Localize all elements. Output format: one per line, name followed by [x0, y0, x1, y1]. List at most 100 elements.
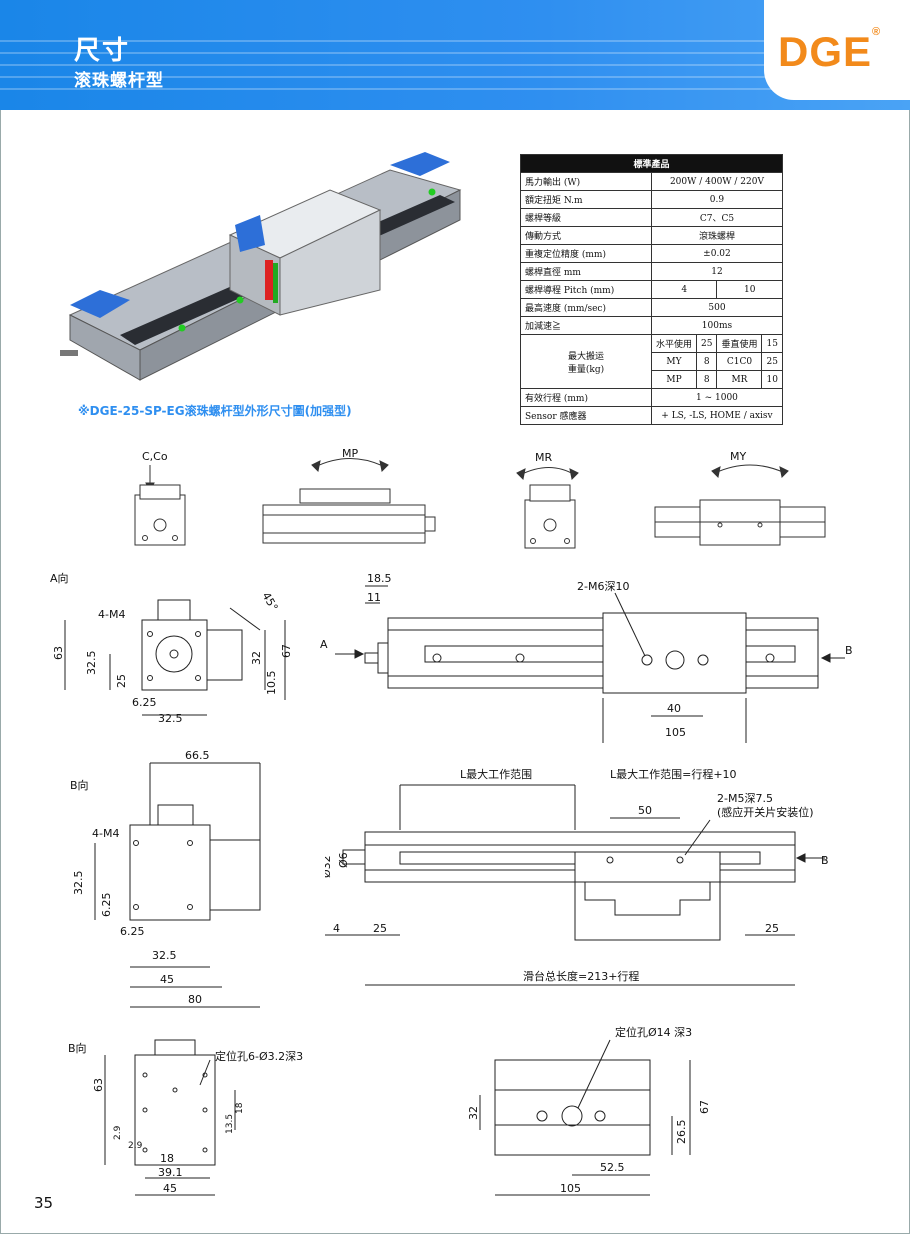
- dim-note: 45: [160, 973, 174, 986]
- spec-value: 10: [716, 280, 783, 299]
- dim-note: 6.25: [120, 925, 145, 938]
- load-icon-label: MR: [535, 451, 552, 464]
- logo-box: [764, 0, 910, 100]
- dim-note: 32: [467, 1106, 480, 1120]
- dim-note: B: [821, 854, 829, 867]
- spec-value: 1 ~ 1000: [651, 388, 783, 407]
- side-view-drawing: L最大工作范围 L最大工作范围=行程+10 50 2-M5深7.5 (感应开关片…: [325, 767, 829, 986]
- spec-cell: MP: [650, 370, 698, 389]
- view-b-drawing: B向 66.5 4-M4 32.5 6.25 6.25 32.5 45 80: [70, 749, 261, 1008]
- dim-note: 26.5: [675, 1120, 688, 1145]
- dim-note: 45°: [259, 590, 280, 613]
- view-a-drawing: A向 4-M4 45° 63 32.5 25 6.25 32.5 32 67 1…: [50, 571, 293, 725]
- spec-value: 12: [651, 262, 783, 281]
- spec-value: 200W / 400W / 220V: [651, 172, 783, 191]
- spec-cell: 垂直使用: [716, 334, 763, 353]
- dim-note: Ø6: [337, 852, 350, 868]
- spec-table: 標準產品 馬力輸出 (W)200W / 400W / 220V 額定扭矩 N.m…: [520, 154, 783, 425]
- dim-note: 定位孔Ø14 深3: [615, 1025, 692, 1039]
- banner-stripe: [0, 88, 780, 90]
- spec-value: C7、C5: [651, 208, 783, 227]
- spec-value: + LS, -LS, HOME / axisv: [651, 406, 783, 425]
- spec-cell: 10: [761, 370, 783, 389]
- banner-stripe: [0, 40, 780, 42]
- dim-note: 80: [188, 993, 202, 1006]
- load-icon-label: MP: [342, 447, 358, 460]
- spec-cell: MY: [650, 352, 698, 371]
- spec-heading: 標準產品: [520, 154, 783, 173]
- dim-note: 32.5: [152, 949, 177, 962]
- spec-cell: 8: [696, 352, 718, 371]
- figure-caption: ※DGE-25-SP-EG滚珠螺杆型外形尺寸圖(加强型): [78, 404, 352, 418]
- dim-note: 45: [163, 1182, 177, 1195]
- header-banner: 尺寸 滚珠螺杆型: [0, 0, 910, 110]
- dim-note: 18: [235, 1102, 245, 1114]
- spec-cell: 8: [696, 370, 718, 389]
- spec-label: 加減速≧: [520, 316, 652, 335]
- dim-note: A: [320, 638, 328, 651]
- spec-label: 傳動方式: [520, 226, 652, 245]
- dim-note: L最大工作范围: [460, 767, 532, 781]
- spec-cell: 15: [761, 334, 783, 353]
- spec-value: 100ms: [651, 316, 783, 335]
- banner-stripe: [0, 64, 780, 66]
- dim-note: 32: [250, 651, 263, 665]
- dim-note: 18.5: [367, 572, 392, 585]
- dim-note: 2-M6深10: [577, 580, 629, 593]
- view-label: B向: [68, 1041, 87, 1055]
- dim-note: 40: [667, 702, 681, 715]
- spec-label: Sensor 感應器: [520, 406, 652, 425]
- load-icons: C,Co MP MR MY: [134, 447, 826, 549]
- load-icon-label: MY: [730, 450, 746, 463]
- page-subtitle: 滚珠螺杆型: [74, 71, 164, 91]
- dim-note: 25: [373, 922, 387, 935]
- carriage-view-drawing: 定位孔Ø14 深3 32 67 26.5 52.5 105: [467, 1025, 711, 1196]
- dim-note: 10.5: [265, 671, 278, 696]
- spec-label: 螺桿導程 Pitch (mm): [520, 280, 652, 299]
- view-b2-drawing: B向 定位孔6-Ø3.2深3 63 2.9 2.9 13.5 18 18 39.…: [68, 1039, 303, 1196]
- brand-logo: DGE®: [778, 26, 882, 75]
- spec-label: 額定扭矩 N.m: [520, 190, 652, 209]
- page-number: 35: [34, 1194, 54, 1212]
- dim-note: 13.5: [225, 1114, 235, 1134]
- banner-stripe: [0, 76, 780, 78]
- dim-note: 4-M4: [92, 827, 119, 840]
- top-view-drawing: 18.5 11 2-M6深10 A B 40 105: [320, 572, 853, 743]
- spec-label: 重複定位精度 (mm): [520, 244, 652, 263]
- dim-note: 4-M4: [98, 608, 125, 621]
- dim-note: 25: [765, 922, 779, 935]
- spec-cell: 25: [696, 334, 718, 353]
- dim-note: 67: [280, 644, 293, 658]
- dim-note: 32.5: [85, 651, 98, 676]
- dim-note: (感应开关片安装位): [717, 805, 814, 819]
- spec-label: 螺桿等級: [520, 208, 652, 227]
- dim-note: 6.25: [100, 893, 113, 918]
- spec-label: 馬力輸出 (W): [520, 172, 652, 191]
- banner-stripe: [0, 52, 780, 54]
- spec-label: 最高速度 (mm/sec): [520, 298, 652, 317]
- dim-note: 105: [560, 1182, 581, 1195]
- dim-note: 11: [367, 591, 381, 604]
- dim-note: 105: [665, 726, 686, 739]
- spec-value: 4: [650, 280, 718, 299]
- dim-note: 2.9: [128, 1141, 143, 1151]
- dim-note: 67: [698, 1100, 711, 1114]
- load-icon-label: C,Co: [142, 450, 168, 463]
- spec-value: ±0.02: [651, 244, 783, 263]
- dim-note: 6.25: [132, 696, 157, 709]
- dim-note: 2.9: [113, 1125, 123, 1140]
- dim-note: 2-M5深7.5: [717, 792, 773, 805]
- view-label: B向: [70, 778, 89, 792]
- spec-value: 滾珠螺桿: [651, 226, 783, 245]
- dim-note: L最大工作范围=行程+10: [610, 767, 737, 781]
- dim-note: 滑台总长度=213+行程: [523, 969, 639, 983]
- spec-label: 有效行程 (mm): [520, 388, 652, 407]
- dim-note: 定位孔6-Ø3.2深3: [215, 1049, 303, 1063]
- dim-note: 32.5: [158, 712, 183, 725]
- spec-label: 最大搬运 重量(kg): [520, 334, 652, 389]
- dim-note: 18: [160, 1152, 174, 1165]
- dim-note: Ø32: [325, 855, 333, 878]
- dim-note: 50: [638, 804, 652, 817]
- spec-label: 螺桿直徑 mm: [520, 262, 652, 281]
- dim-note: 32.5: [72, 871, 85, 896]
